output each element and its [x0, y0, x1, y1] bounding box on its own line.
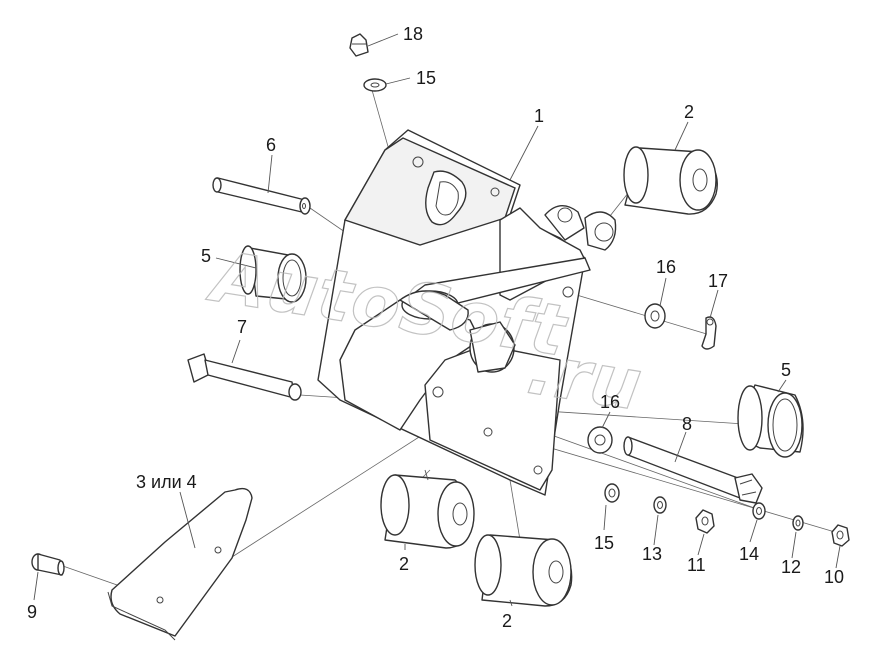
sleeve-part-5-left — [239, 245, 307, 303]
plate-part-3-or-4 — [107, 487, 253, 641]
bushing-part-2-bottom — [474, 534, 573, 607]
lock-washer-part-12 — [792, 515, 804, 531]
washer-part-15-bottom — [604, 483, 620, 503]
label-part-14: 14 — [739, 544, 759, 564]
watermark-line-2: .ru — [522, 328, 647, 427]
label-part-2-middle: 2 — [399, 554, 409, 574]
label-part-15-bottom: 15 — [594, 533, 614, 553]
washer-part-16-top — [644, 303, 666, 329]
label-part-12: 12 — [781, 557, 801, 577]
label-part-18: 18 — [403, 24, 423, 44]
label-part-2-top: 2 — [684, 102, 694, 122]
label-part-3-or-4: 3 или 4 — [136, 472, 197, 492]
bushing-part-2-top — [623, 146, 718, 215]
label-part-17: 17 — [708, 271, 728, 291]
washer-part-16-middle — [587, 426, 613, 454]
label-part-10: 10 — [824, 567, 844, 587]
label-part-13: 13 — [642, 544, 662, 564]
label-part-5-right: 5 — [781, 360, 791, 380]
nut-part-11 — [695, 509, 715, 534]
cotter-pin-part-17 — [701, 316, 717, 350]
lock-washer-part-13 — [653, 496, 667, 514]
bushing-part-2-middle — [380, 474, 475, 549]
label-part-16-top: 16 — [656, 257, 676, 277]
main-bracket-part-1 — [317, 129, 617, 496]
part-labels: 18 15 1 2 6 5 7 16 17 5 16 8 3 или 4 2 2… — [27, 24, 844, 631]
washer-part-14 — [752, 502, 766, 520]
label-part-2-bottom: 2 — [502, 611, 512, 631]
grease-fitting-part-18 — [349, 33, 369, 57]
sleeve-part-5-right — [737, 384, 804, 458]
label-part-11: 11 — [687, 555, 706, 575]
label-part-15-top: 15 — [416, 68, 436, 88]
leader-lines — [33, 33, 841, 607]
label-part-9: 9 — [27, 602, 37, 622]
label-part-8: 8 — [682, 414, 692, 434]
pin-part-6 — [212, 177, 311, 215]
nut-part-10 — [831, 524, 850, 547]
label-part-6: 6 — [266, 135, 276, 155]
screw-part-9 — [31, 553, 65, 576]
washer-part-15-top — [363, 78, 387, 92]
bolt-part-7 — [187, 353, 302, 401]
label-part-5-left: 5 — [201, 246, 211, 266]
label-part-1: 1 — [534, 106, 544, 126]
label-part-7: 7 — [237, 317, 247, 337]
bolt-part-8 — [623, 436, 763, 504]
label-part-16-middle: 16 — [600, 392, 620, 412]
